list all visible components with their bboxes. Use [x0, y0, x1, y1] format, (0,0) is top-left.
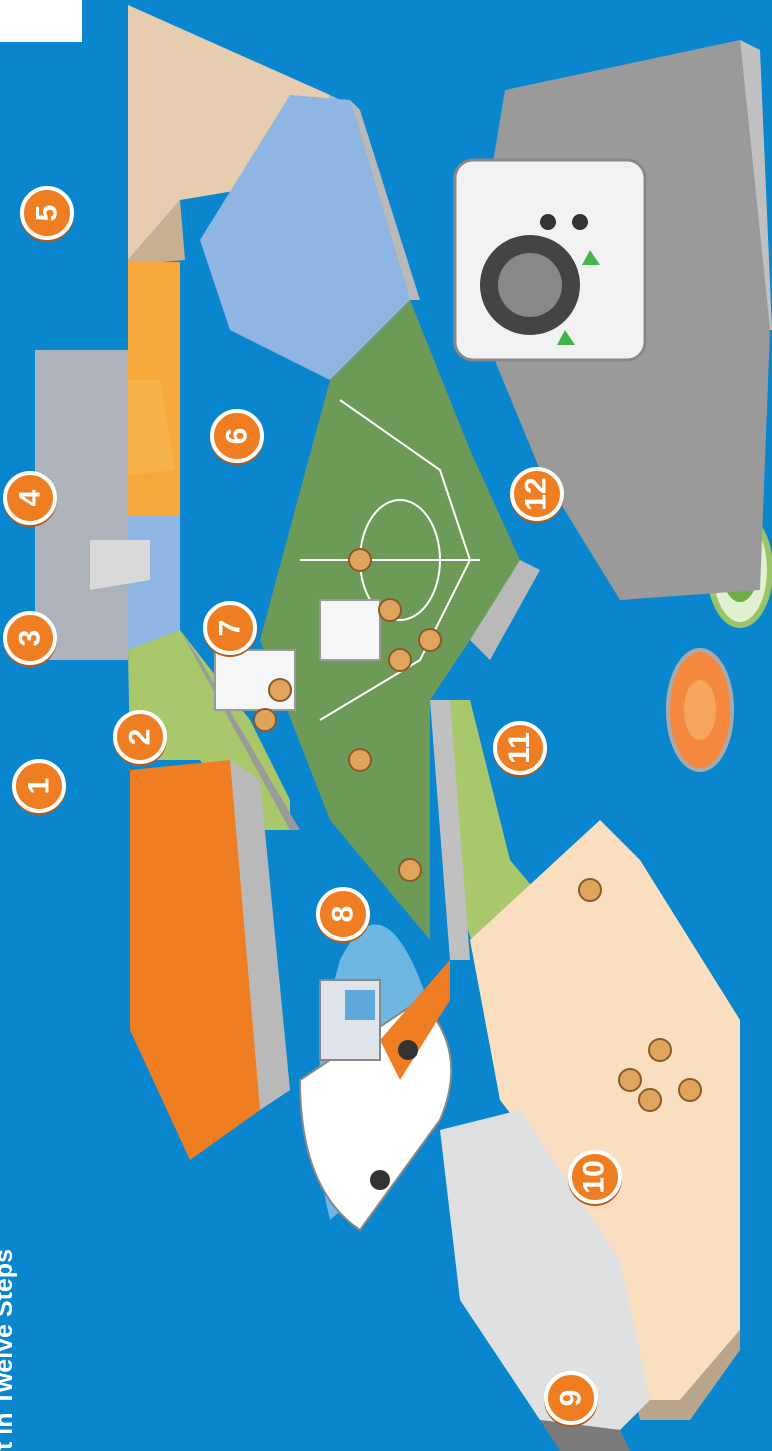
- step-badge-11: 11: [493, 721, 547, 775]
- step-badge-6: 6: [210, 409, 264, 463]
- step-badge-3: 3: [3, 611, 57, 665]
- boat-scene: [300, 924, 451, 1230]
- step-number: 6: [222, 428, 252, 445]
- step-badge-5: 5: [20, 186, 74, 240]
- step-badge-2: 2: [113, 710, 167, 764]
- step-number: 1: [24, 778, 54, 795]
- step-badge-12: 12: [510, 467, 564, 521]
- step-number: 7: [215, 620, 245, 637]
- step-badge-4: 4: [3, 471, 57, 525]
- step-number: 9: [556, 1390, 586, 1407]
- step-number: 2: [125, 729, 155, 746]
- step-number: 12: [522, 477, 552, 510]
- step-badge-8: 8: [316, 887, 370, 941]
- step-number: 3: [15, 630, 45, 647]
- step-number: 4: [15, 490, 45, 507]
- step-badge-7: 7: [203, 601, 257, 655]
- platform-step-12: [455, 40, 772, 600]
- diagram-title: t in Twelve Steps: [0, 1230, 30, 1450]
- step-number: 11: [505, 732, 535, 764]
- step-badge-10: 10: [568, 1150, 622, 1204]
- logo-corner: [0, 0, 82, 42]
- step-number: 8: [328, 906, 358, 923]
- step-badge-1: 1: [12, 759, 66, 813]
- hoop-backboard-icon: [320, 600, 380, 660]
- step-number: 10: [580, 1160, 610, 1193]
- step-badge-9: 9: [544, 1371, 598, 1425]
- step-number: 5: [32, 205, 62, 222]
